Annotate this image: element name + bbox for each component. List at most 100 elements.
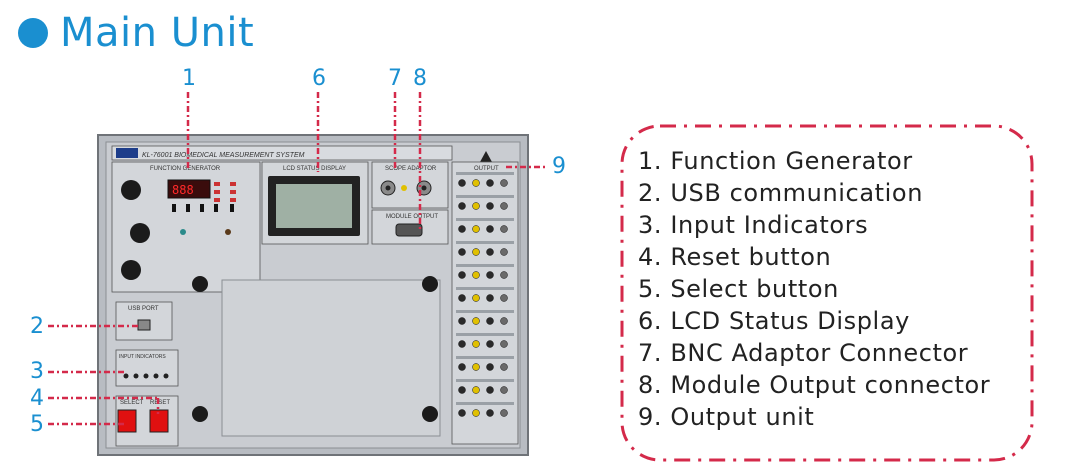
output-jack-icon xyxy=(486,409,494,417)
knob-3-icon xyxy=(121,260,141,280)
bullet-dot-icon xyxy=(18,18,48,48)
lcd-label: LCD STATUS DISPLAY xyxy=(283,166,346,172)
output-jack-icon xyxy=(458,202,466,210)
knob-2-icon xyxy=(130,223,150,243)
output-jack-icon xyxy=(472,294,480,302)
reset-label: RESET xyxy=(150,400,170,406)
output-jack-icon xyxy=(500,179,508,187)
mount-screw-icon xyxy=(422,276,438,292)
output-jack-icon xyxy=(472,317,480,325)
esd-warning-icon xyxy=(480,151,492,162)
svg-text:888: 888 xyxy=(172,183,194,197)
db9-connector-icon xyxy=(395,223,423,237)
callout-2: 2 xyxy=(30,314,44,339)
brand-logo xyxy=(116,148,138,158)
output-jack-icon xyxy=(458,225,466,233)
output-jack-icon xyxy=(458,363,466,371)
output-row-label-strip xyxy=(456,310,514,313)
output-row-label-strip xyxy=(456,333,514,336)
output-jack-icon xyxy=(472,386,480,394)
legend-item-4: 4. Reset button xyxy=(638,243,832,271)
output-jack-icon xyxy=(500,386,508,394)
output-row-label-strip xyxy=(456,195,514,198)
output-jack-icon xyxy=(500,363,508,371)
usb-label: USB PORT xyxy=(128,306,159,312)
output-jack-icon xyxy=(486,179,494,187)
output-jack-icon xyxy=(458,294,466,302)
legend-frame xyxy=(620,124,1034,462)
legend-item-8: 8. Module Output connector xyxy=(638,371,991,399)
callout-3: 3 xyxy=(30,359,44,384)
output-row-label-strip xyxy=(456,379,514,382)
indicator-led-icon xyxy=(123,373,129,379)
legend-item-3: 3. Input Indicators xyxy=(638,211,869,239)
output-jack-icon xyxy=(500,248,508,256)
legend-item-6: 6. LCD Status Display xyxy=(638,307,910,335)
callout-1: 1 xyxy=(182,66,196,91)
output-label: OUTPUT xyxy=(474,166,499,172)
output-jack-icon xyxy=(500,271,508,279)
output-jack-icon xyxy=(458,386,466,394)
output-jack-icon xyxy=(472,340,480,348)
output-jack-icon xyxy=(500,202,508,210)
output-jack-icon xyxy=(472,179,480,187)
output-jack-icon xyxy=(500,409,508,417)
mount-screw-icon xyxy=(422,406,438,422)
output-jack-icon xyxy=(500,225,508,233)
legend-item-5: 5. Select button xyxy=(638,275,839,303)
output-jack-icon xyxy=(486,317,494,325)
indicator-led-icon xyxy=(153,373,159,379)
output-jack-rows xyxy=(456,172,514,417)
output-jack-icon xyxy=(486,202,494,210)
legend-item-7: 7. BNC Adaptor Connector xyxy=(638,339,969,367)
output-jack-icon xyxy=(472,409,480,417)
output-row-label-strip xyxy=(456,241,514,244)
module-output-label: MODULE OUTPUT xyxy=(386,214,438,220)
output-jack-icon xyxy=(472,202,480,210)
input-indicators-label: INPUT INDICATORS xyxy=(119,354,166,360)
output-jack-icon xyxy=(486,271,494,279)
output-row-label-strip xyxy=(456,287,514,290)
mount-screw-icon xyxy=(192,406,208,422)
output-jack-icon xyxy=(458,248,466,256)
output-jack-icon xyxy=(458,271,466,279)
callout-7: 7 xyxy=(388,66,402,91)
frequency-display xyxy=(167,179,211,199)
usb-port-icon xyxy=(137,319,151,331)
mount-screw-icon xyxy=(192,276,208,292)
indicator-led-icon xyxy=(133,373,139,379)
output-jack-icon xyxy=(458,179,466,187)
indicator-led-icon xyxy=(143,373,149,379)
output-jack-icon xyxy=(486,225,494,233)
function-generator-label: FUNCTION GENERATOR xyxy=(150,166,221,172)
output-jack-icon xyxy=(458,340,466,348)
callout-4: 4 xyxy=(30,386,44,411)
select-button xyxy=(117,409,137,433)
output-jack-icon xyxy=(472,363,480,371)
output-row-label-strip xyxy=(456,218,514,221)
center-plate xyxy=(221,279,441,437)
output-jack-icon xyxy=(458,317,466,325)
output-jack-icon xyxy=(500,340,508,348)
output-jack-icon xyxy=(486,294,494,302)
input-indicators-section xyxy=(115,349,179,387)
output-row-label-strip xyxy=(456,264,514,267)
callout-5: 5 xyxy=(30,412,44,437)
callout-8: 8 xyxy=(413,66,427,91)
legend-item-1: 1. Function Generator xyxy=(638,147,913,175)
output-row-label-strip xyxy=(456,172,514,175)
reset-button xyxy=(149,409,169,433)
callout-9: 9 xyxy=(552,154,566,179)
scope-adaptor-label: SCOPE ADAPTOR xyxy=(385,166,437,172)
output-jack-icon xyxy=(472,271,480,279)
output-jack-icon xyxy=(458,409,466,417)
output-row-label-strip xyxy=(456,356,514,359)
output-jack-icon xyxy=(486,248,494,256)
model-label: KL-76001 BIOMEDICAL MEASUREMENT SYSTEM xyxy=(142,152,305,159)
output-jack-icon xyxy=(500,317,508,325)
title-text: Main Unit xyxy=(60,10,255,56)
indicator-led-icon xyxy=(163,373,169,379)
select-label: SELECT xyxy=(120,400,144,406)
output-jack-icon xyxy=(472,225,480,233)
